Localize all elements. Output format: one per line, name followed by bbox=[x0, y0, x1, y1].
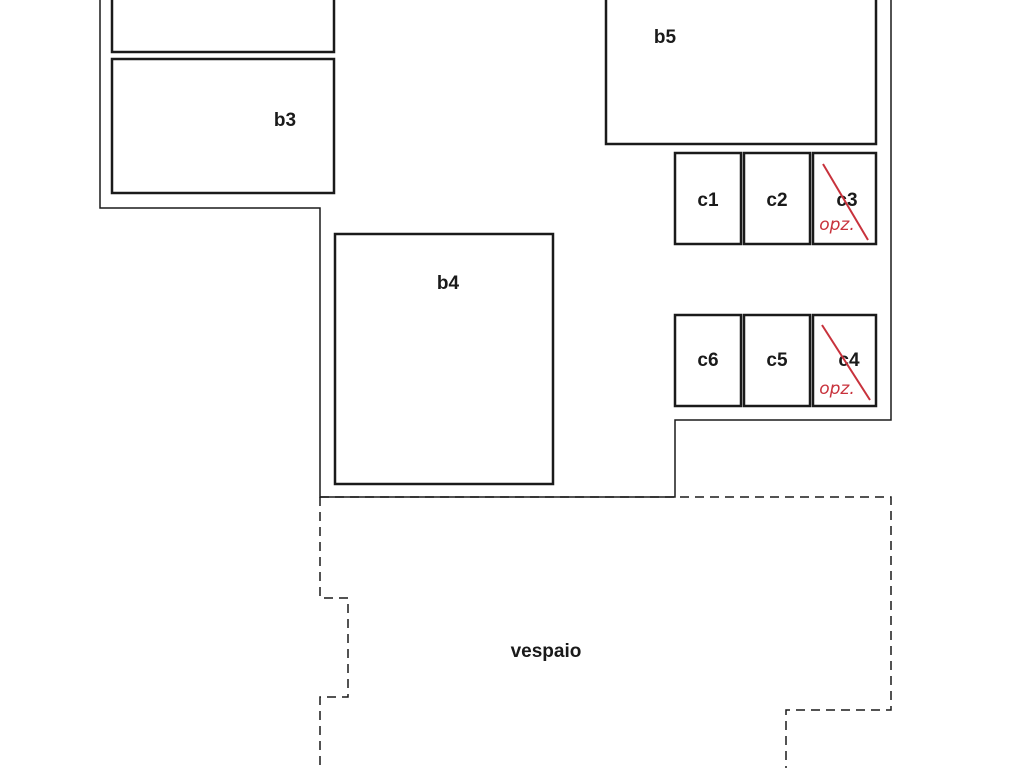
room-b4-label: b4 bbox=[437, 273, 460, 294]
room-b4: b4 bbox=[333, 232, 555, 486]
room-c2-label: c2 bbox=[766, 190, 787, 211]
c3-strike-mark bbox=[822, 163, 869, 241]
room-c6-label: c6 bbox=[697, 350, 718, 371]
building-outline bbox=[99, 0, 892, 498]
room-c1: c1 bbox=[673, 151, 743, 246]
room-c3-note: opz. bbox=[819, 215, 855, 235]
room-c5: c5 bbox=[742, 313, 812, 408]
room-c5-label: c5 bbox=[766, 350, 788, 371]
room-b5-label: b5 bbox=[654, 27, 677, 48]
room-c3: c3 opz. bbox=[811, 151, 878, 246]
vespaio-outline bbox=[319, 496, 892, 768]
c4-strike-mark bbox=[821, 324, 871, 401]
room-b5: b5 bbox=[604, 0, 878, 146]
room-c4: c4 opz. bbox=[811, 313, 878, 408]
room-b2 bbox=[110, 0, 336, 54]
room-b3: b3 bbox=[110, 57, 336, 195]
room-c2: c2 bbox=[742, 151, 812, 246]
room-c1-label: c1 bbox=[697, 190, 719, 211]
vespaio-label: vespaio bbox=[511, 641, 582, 662]
room-b3-label: b3 bbox=[274, 110, 296, 131]
room-c6: c6 bbox=[673, 313, 743, 408]
room-c4-label: c4 bbox=[838, 350, 860, 371]
room-c4-note: opz. bbox=[819, 379, 855, 399]
